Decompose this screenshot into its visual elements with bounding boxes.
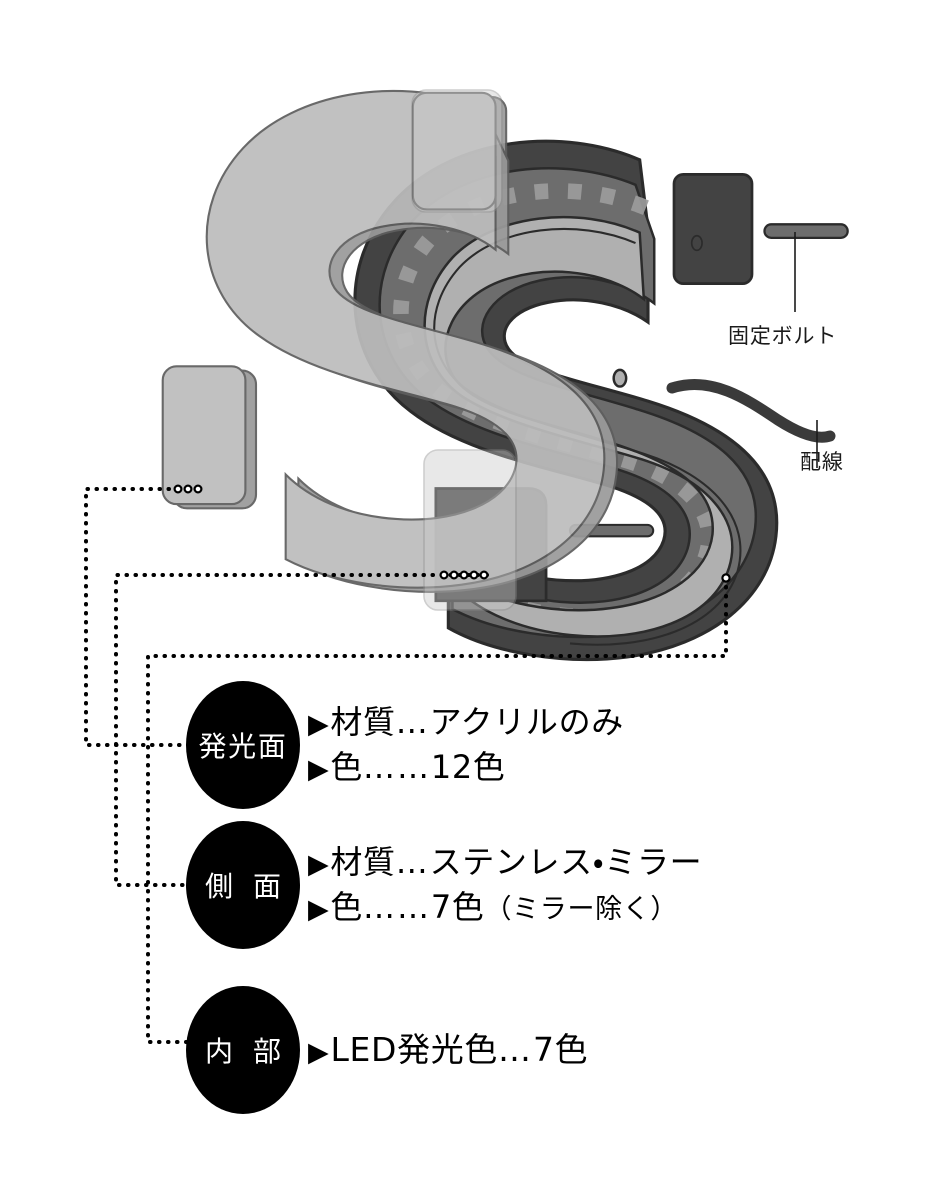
legend-row-inner: 内 部 ▶ LED発光色 … 7色 — [186, 986, 588, 1114]
legend-line-material: ▶ 材質 … ステンレス・ミラー — [308, 840, 702, 885]
light-letter-group — [161, 89, 619, 593]
light-letter-tab-top-face — [411, 91, 497, 211]
legend-line-leader: … — [498, 1029, 534, 1069]
legend-dotted-leaders — [84, 487, 728, 1044]
triangle-bullet-icon: ▶ — [308, 848, 330, 880]
callout-leader-lines — [794, 232, 818, 468]
legend-line-value: 7色 — [430, 888, 485, 926]
legend-row-side-face: 側 面 ▶ 材質 … ステンレス・ミラー ▶ 色 …… 7色 （ミラー除く） — [186, 821, 702, 949]
legend-line-leader: …… — [363, 888, 431, 926]
legend-line-label: LED発光色 — [330, 1029, 499, 1069]
acrylic-overlap-tint — [411, 89, 517, 611]
legend-line-value: 12色 — [430, 748, 506, 786]
legend-line-leader: …… — [363, 748, 431, 786]
callout-label-fixing-bolt: 固定ボルト — [728, 324, 838, 348]
screw-hole-top — [690, 234, 703, 252]
legend-line-value: アクリルのみ — [429, 702, 624, 741]
legend-line-color: ▶ 色 …… 7色 （ミラー除く） — [308, 885, 702, 930]
legend-line-label: 色 — [330, 748, 364, 786]
legend-text-block-inner: ▶ LED発光色 … 7色 — [308, 1027, 588, 1074]
leader-dotted-inner — [146, 576, 728, 1044]
leader-attachment-beads — [173, 484, 731, 583]
callout-label-wiring: 配線 — [800, 450, 844, 474]
legend-badge-inner: 内 部 — [186, 986, 300, 1114]
leader-dotted-emitting-face — [84, 487, 234, 747]
legend-line-led-color: ▶ LED発光色 … 7色 — [308, 1027, 588, 1074]
triangle-bullet-icon: ▶ — [308, 708, 330, 740]
screw-hole-mid — [612, 368, 628, 388]
legend-line-color: ▶ 色 …… 12色 — [308, 745, 624, 790]
light-letter-face — [205, 89, 606, 589]
legend-line-value: 7色 — [533, 1029, 589, 1069]
wiring-cable — [666, 378, 836, 443]
leader-dotted-side-face — [114, 573, 489, 887]
legend-line-leader: … — [395, 842, 430, 881]
legend-text-block-emitting-face: ▶ 材質 … アクリルのみ ▶ 色 …… 12色 — [308, 700, 624, 791]
legend-badge-emitting-face: 発光面 — [186, 681, 300, 809]
legend-line-label: 色 — [330, 888, 364, 926]
legend-row-emitting-face: 発光面 ▶ 材質 … アクリルのみ ▶ 色 …… 12色 — [186, 681, 624, 809]
triangle-bullet-icon: ▶ — [308, 894, 330, 925]
mount-bracket-top — [672, 173, 849, 285]
legend-badge-side-face: 側 面 — [186, 821, 300, 949]
legend-line-material: ▶ 材質 … アクリルのみ — [308, 700, 624, 745]
light-letter-tab-bottom-face — [161, 365, 247, 506]
legend-line-label: 材質 — [330, 842, 396, 881]
legend-line-label: 材質 — [330, 702, 396, 741]
triangle-bullet-icon: ▶ — [308, 754, 330, 785]
legend-line-leader: … — [395, 702, 430, 741]
legend-line-value: ステンレス・ミラー — [429, 842, 703, 881]
triangle-bullet-icon: ▶ — [308, 1036, 330, 1068]
legend-text-block-side-face: ▶ 材質 … ステンレス・ミラー ▶ 色 …… 7色 （ミラー除く） — [308, 840, 702, 931]
legend-line-note: （ミラー除く） — [484, 894, 679, 925]
